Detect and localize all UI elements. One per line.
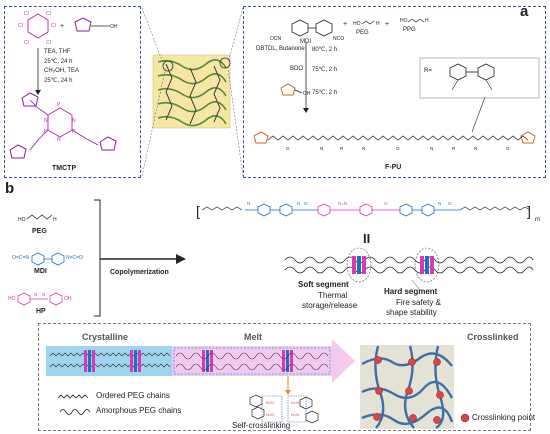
svg-text:O: O	[506, 146, 510, 151]
svg-text:HO: HO	[18, 217, 26, 223]
svg-text:N=N: N=N	[338, 201, 347, 206]
svg-text:+: +	[60, 23, 64, 30]
hard-segment-line2: shape stability	[386, 308, 437, 317]
crosslinked-label: Crosslinked	[467, 332, 519, 342]
svg-text:H: H	[376, 21, 380, 27]
svg-text:N: N	[297, 201, 300, 206]
svg-text:OH: OH	[64, 296, 72, 302]
hard-segment-line1: Fire safety &	[396, 298, 441, 307]
svg-text:N: N	[438, 201, 441, 206]
fpu-product-label: F-PU	[385, 164, 402, 171]
monomer-mdi-label: MDI	[34, 268, 47, 275]
svg-text:OCN: OCN	[270, 36, 282, 42]
svg-text:H: H	[425, 18, 429, 24]
soft-segment-line1: Thermal	[318, 291, 348, 300]
panel-b-label: b	[5, 180, 15, 197]
fpu-synthesis-box	[243, 6, 546, 178]
svg-text:O: O	[304, 201, 308, 206]
svg-text:Cl: Cl	[46, 40, 51, 46]
svg-text:P: P	[44, 129, 48, 135]
svg-text:N: N	[72, 118, 76, 124]
tmctp-product-label: TMCTP	[52, 165, 77, 172]
legend-amorphous-peg: Amorphous PEG chains	[96, 406, 182, 415]
svg-text:R: R	[452, 146, 456, 151]
peg-label-a: PEG	[356, 30, 369, 36]
svg-text:Cl: Cl	[18, 23, 23, 29]
soft-segment-line2: storage/release	[302, 301, 358, 310]
hard-segment-title: Hard segment	[384, 287, 438, 296]
tmctp-step2-conditions: 25℃, 24 h	[44, 78, 73, 84]
svg-text:N: N	[42, 292, 45, 297]
svg-text:+: +	[385, 21, 389, 28]
svg-text:OH: OH	[303, 91, 311, 97]
svg-text:O: O	[396, 146, 400, 151]
svg-text:+: +	[343, 21, 347, 28]
phase-states-box	[38, 323, 531, 431]
svg-text:[: [	[196, 203, 200, 219]
fpu-step1-reagents: DBTDL, Butanone	[256, 46, 305, 52]
fpu-step1-conditions: 80℃, 2 h	[312, 47, 338, 53]
svg-text:O: O	[286, 146, 290, 151]
svg-text:O: O	[448, 201, 452, 206]
fpu-step2-conditions: 75℃, 2 h	[312, 67, 338, 73]
tmctp-synthesis-box	[4, 6, 141, 178]
svg-text:HO: HO	[353, 21, 361, 27]
svg-text:P: P	[72, 129, 76, 135]
svg-text:N: N	[34, 292, 37, 297]
svg-text:N=N: N=N	[266, 412, 274, 417]
equivalence-symbol: II	[363, 231, 371, 246]
copolymerization-label: Copolymerization	[110, 269, 169, 276]
svg-text:N: N	[430, 146, 433, 151]
tmctp-step1-reagents: TEA, THF	[44, 49, 71, 55]
svg-text:N: N	[57, 137, 61, 143]
panel-a-label: a	[520, 3, 529, 20]
svg-text:H: H	[53, 217, 57, 223]
repeat-subscript-m: m	[535, 217, 540, 223]
svg-text:O=C=N: O=C=N	[12, 255, 29, 261]
fpu-step2-reagents: BDO	[290, 66, 304, 72]
svg-text:NCO: NCO	[333, 36, 344, 42]
svg-text:N=N: N=N	[266, 400, 274, 405]
mdi-label: MDI	[300, 39, 311, 45]
r-group-label: R=	[424, 68, 432, 74]
svg-text:Cl: Cl	[24, 40, 29, 46]
svg-text:O: O	[384, 201, 388, 206]
svg-text:N: N	[247, 201, 250, 206]
svg-text:N=N: N=N	[291, 412, 299, 417]
svg-text:R: R	[340, 146, 344, 151]
svg-text:OH: OH	[110, 24, 118, 30]
svg-text:Cl: Cl	[51, 23, 56, 29]
tmctp-step2-reagents: CH₃OH, TEA	[44, 68, 80, 74]
self-crosslinking-label: Self-crosslinking	[232, 421, 291, 430]
svg-text:HO: HO	[8, 296, 16, 302]
legend-ordered-peg: Ordered PEG chains	[96, 391, 170, 400]
svg-text:N: N	[474, 146, 477, 151]
ppg-label: PPG	[403, 27, 416, 33]
svg-text:N: N	[320, 146, 323, 151]
svg-text:N=C=O: N=C=O	[66, 255, 83, 261]
tmctp-step1-conditions: 25℃, 24 h	[44, 59, 73, 65]
svg-text:HO: HO	[400, 18, 408, 24]
monomer-peg-label: PEG	[32, 228, 47, 235]
soft-segment-title: Soft segment	[298, 280, 349, 289]
svg-text:P: P	[57, 102, 61, 108]
fpu-step3-conditions: 75℃, 2 h	[312, 90, 338, 96]
svg-text:N=N: N=N	[291, 400, 299, 405]
svg-text:]: ]	[527, 203, 531, 219]
svg-text:N: N	[44, 118, 48, 124]
legend-crosslinking-point: Crosslinking point	[472, 413, 536, 422]
monomer-hp-label: HP	[36, 308, 46, 315]
svg-text:N: N	[362, 146, 365, 151]
crystalline-label: Crystalline	[82, 332, 129, 342]
svg-text:Cl: Cl	[24, 11, 29, 17]
svg-text:Cl: Cl	[46, 11, 51, 17]
melt-label: Melt	[244, 332, 262, 342]
